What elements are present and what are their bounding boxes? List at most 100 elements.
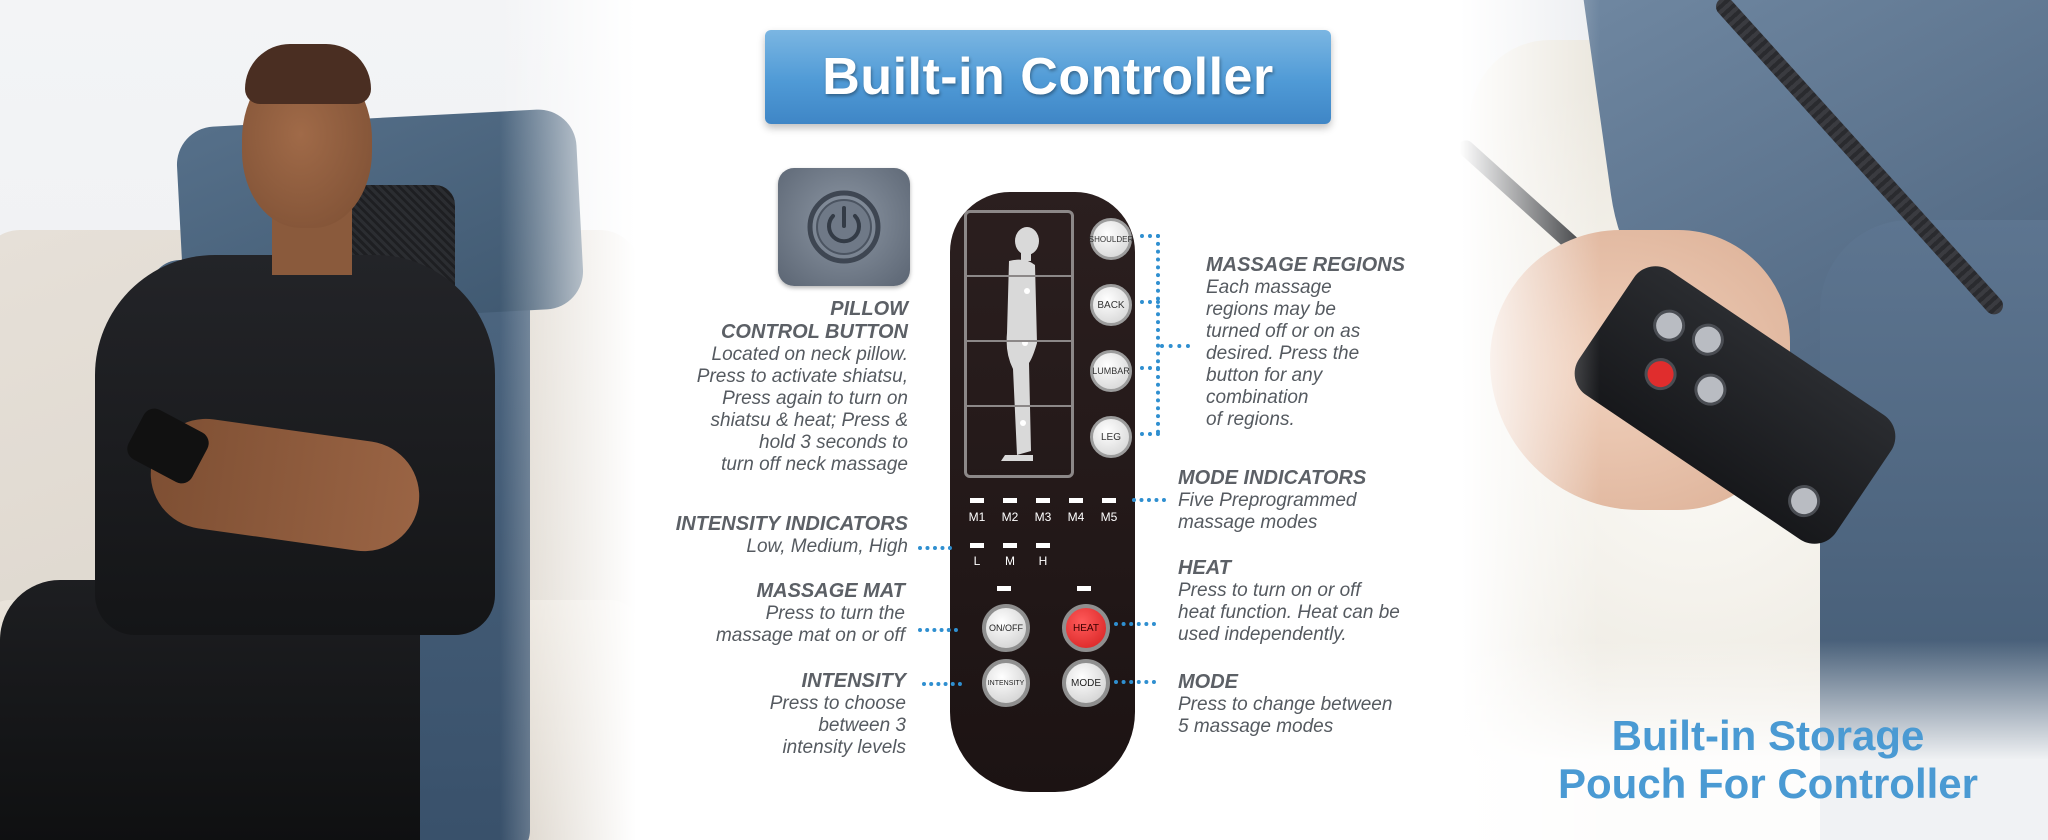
intensity-indicators-annotation: INTENSITY INDICATORS Low, Medium, High (640, 513, 908, 558)
pillow-desc-line: Press to activate shiatsu, (696, 366, 908, 387)
leader-intensity-indicators (918, 546, 952, 550)
left-photo-man-on-massage-mat (0, 0, 640, 840)
leader-back (1140, 300, 1160, 304)
massage-mat-annotation: MASSAGE MAT Press to turn the massage ma… (640, 580, 905, 647)
intensity-indicator-light (1003, 543, 1017, 548)
intensity-label-l: L (973, 554, 981, 568)
mini-remote-button (1688, 367, 1733, 412)
heat-button[interactable]: HEAT (1062, 604, 1110, 652)
power-indicator-light (997, 586, 1011, 591)
mode-indicators-annotation: MODE INDICATORS Five Preprogrammed massa… (1178, 467, 1418, 534)
panel-divider (964, 275, 1074, 277)
storage-pouch-caption: Built-in Storage Pouch For Controller (1498, 712, 2038, 808)
leg-button-label: LEG (1100, 431, 1121, 443)
intensity-indicator-light (1036, 543, 1050, 548)
heat-indicator-light (1077, 586, 1091, 591)
pillow-desc-line: Located on neck pillow. (711, 344, 908, 365)
intensity-indicators-desc: Low, Medium, High (746, 536, 908, 557)
leader-mode (1114, 680, 1156, 684)
massage-regions-desc-line: combination (1206, 387, 1309, 408)
mini-remote-button (1781, 478, 1827, 524)
leader-regions-to-text (1160, 344, 1190, 348)
pillow-title-line1: PILLOW (830, 298, 908, 320)
shoulder-button-label: SHOULDER (1088, 234, 1134, 244)
massage-regions-desc-line: desired. Press the (1206, 343, 1360, 364)
mini-remote-button (1646, 303, 1692, 348)
back-button-label: BACK (1097, 299, 1125, 311)
shoulder-button[interactable]: SHOULDER (1088, 218, 1134, 260)
mode-button-label: MODE (1071, 677, 1101, 689)
intensity-desc-line: between 3 (818, 715, 906, 736)
pillow-title-line2: CONTROL BUTTON (720, 321, 908, 343)
massage-mat-title: MASSAGE MAT (756, 580, 905, 602)
body-silhouette-icon (1001, 227, 1039, 461)
massage-regions-desc-line: of regions. (1206, 409, 1295, 430)
massage-mat-desc-line: Press to turn the (765, 603, 905, 624)
intensity-button-label: INTENSITY (987, 679, 1025, 687)
massage-regions-desc-line: turned off or on as (1206, 321, 1361, 342)
mode-label-m1: M1 (968, 510, 986, 524)
mode-indicator-light (1069, 498, 1083, 503)
left-photo-fade (500, 0, 640, 840)
mode-indicators-desc-line: Five Preprogrammed (1178, 490, 1357, 511)
intensity-label-m: M (1005, 554, 1015, 568)
person-hair (245, 44, 371, 104)
leader-massage-mat (918, 628, 958, 632)
intensity-label-h: H (1038, 554, 1048, 568)
panel-divider (964, 340, 1074, 342)
intensity-annotation: INTENSITY Press to choose between 3 inte… (640, 670, 906, 759)
heat-annotation: HEAT Press to turn on or off heat functi… (1178, 557, 1438, 646)
intensity-indicator-light (970, 543, 984, 548)
leader-shoulder (1140, 234, 1160, 238)
mode-indicator-light (1003, 498, 1017, 503)
mode-label-m5: M5 (1100, 510, 1118, 524)
intensity-title: INTENSITY (801, 670, 906, 692)
mode-label-m3: M3 (1034, 510, 1052, 524)
on-off-button[interactable]: ON/OFF (982, 604, 1030, 652)
leader-heat (1114, 622, 1156, 626)
intensity-button[interactable]: INTENSITY (982, 659, 1030, 707)
mode-indicator-light (1102, 498, 1116, 503)
heat-desc-line: heat function. Heat can be (1178, 602, 1400, 623)
mode-label-m2: M2 (1001, 510, 1019, 524)
intensity-desc-line: Press to choose (769, 693, 906, 714)
storage-caption-line1: Built-in Storage (1611, 712, 1925, 759)
right-photo-controller-in-pouch (1460, 0, 2048, 840)
massage-mat-desc-line: massage mat on or off (715, 625, 905, 646)
leg-button[interactable]: LEG (1090, 416, 1132, 458)
power-icon (807, 190, 881, 264)
massage-regions-desc-line: regions may be (1206, 299, 1336, 320)
mode-indicator-light (970, 498, 984, 503)
mode-indicator-light (1036, 498, 1050, 503)
back-button[interactable]: BACK (1090, 284, 1132, 326)
intensity-desc-line: intensity levels (782, 737, 906, 758)
heat-desc-line: Press to turn on or off (1178, 580, 1361, 601)
storage-caption-line2: Pouch For Controller (1558, 760, 1978, 807)
lumbar-button[interactable]: LUMBAR (1090, 350, 1132, 392)
pillow-control-annotation: PILLOW CONTROL BUTTON Located on neck pi… (640, 298, 908, 476)
mode-indicators-title: MODE INDICATORS (1178, 467, 1367, 489)
mode-button[interactable]: MODE (1062, 659, 1110, 707)
leader-leg (1140, 432, 1160, 436)
mode-desc-line: 5 massage modes (1178, 716, 1334, 737)
massage-regions-desc-line: Each massage (1206, 277, 1332, 298)
pillow-desc-line: hold 3 seconds to (759, 432, 908, 453)
mode-desc-line: Press to change between (1178, 694, 1393, 715)
heat-button-label: HEAT (1073, 622, 1099, 634)
mode-annotation: MODE Press to change between 5 massage m… (1178, 671, 1438, 738)
heat-desc-line: used independently. (1178, 624, 1347, 645)
leader-regions-vertical (1156, 234, 1160, 434)
pillow-desc-line: shiatsu & heat; Press & (710, 410, 909, 431)
mini-remote-button (1685, 317, 1731, 362)
body-region-panel (964, 210, 1074, 478)
headline-title: Built-in Controller (822, 48, 1274, 106)
mode-label-m4: M4 (1067, 510, 1085, 524)
massage-regions-title: MASSAGE REGIONS (1206, 254, 1405, 276)
headline-banner: Built-in Controller (765, 30, 1331, 124)
intensity-indicators-title: INTENSITY INDICATORS (675, 513, 908, 535)
right-photo-bottom-fade (1460, 640, 2048, 840)
panel-divider (964, 405, 1074, 407)
leader-lumbar (1140, 366, 1160, 370)
mini-remote-heat-button (1638, 351, 1683, 397)
mode-indicators-desc-line: massage modes (1178, 512, 1318, 533)
